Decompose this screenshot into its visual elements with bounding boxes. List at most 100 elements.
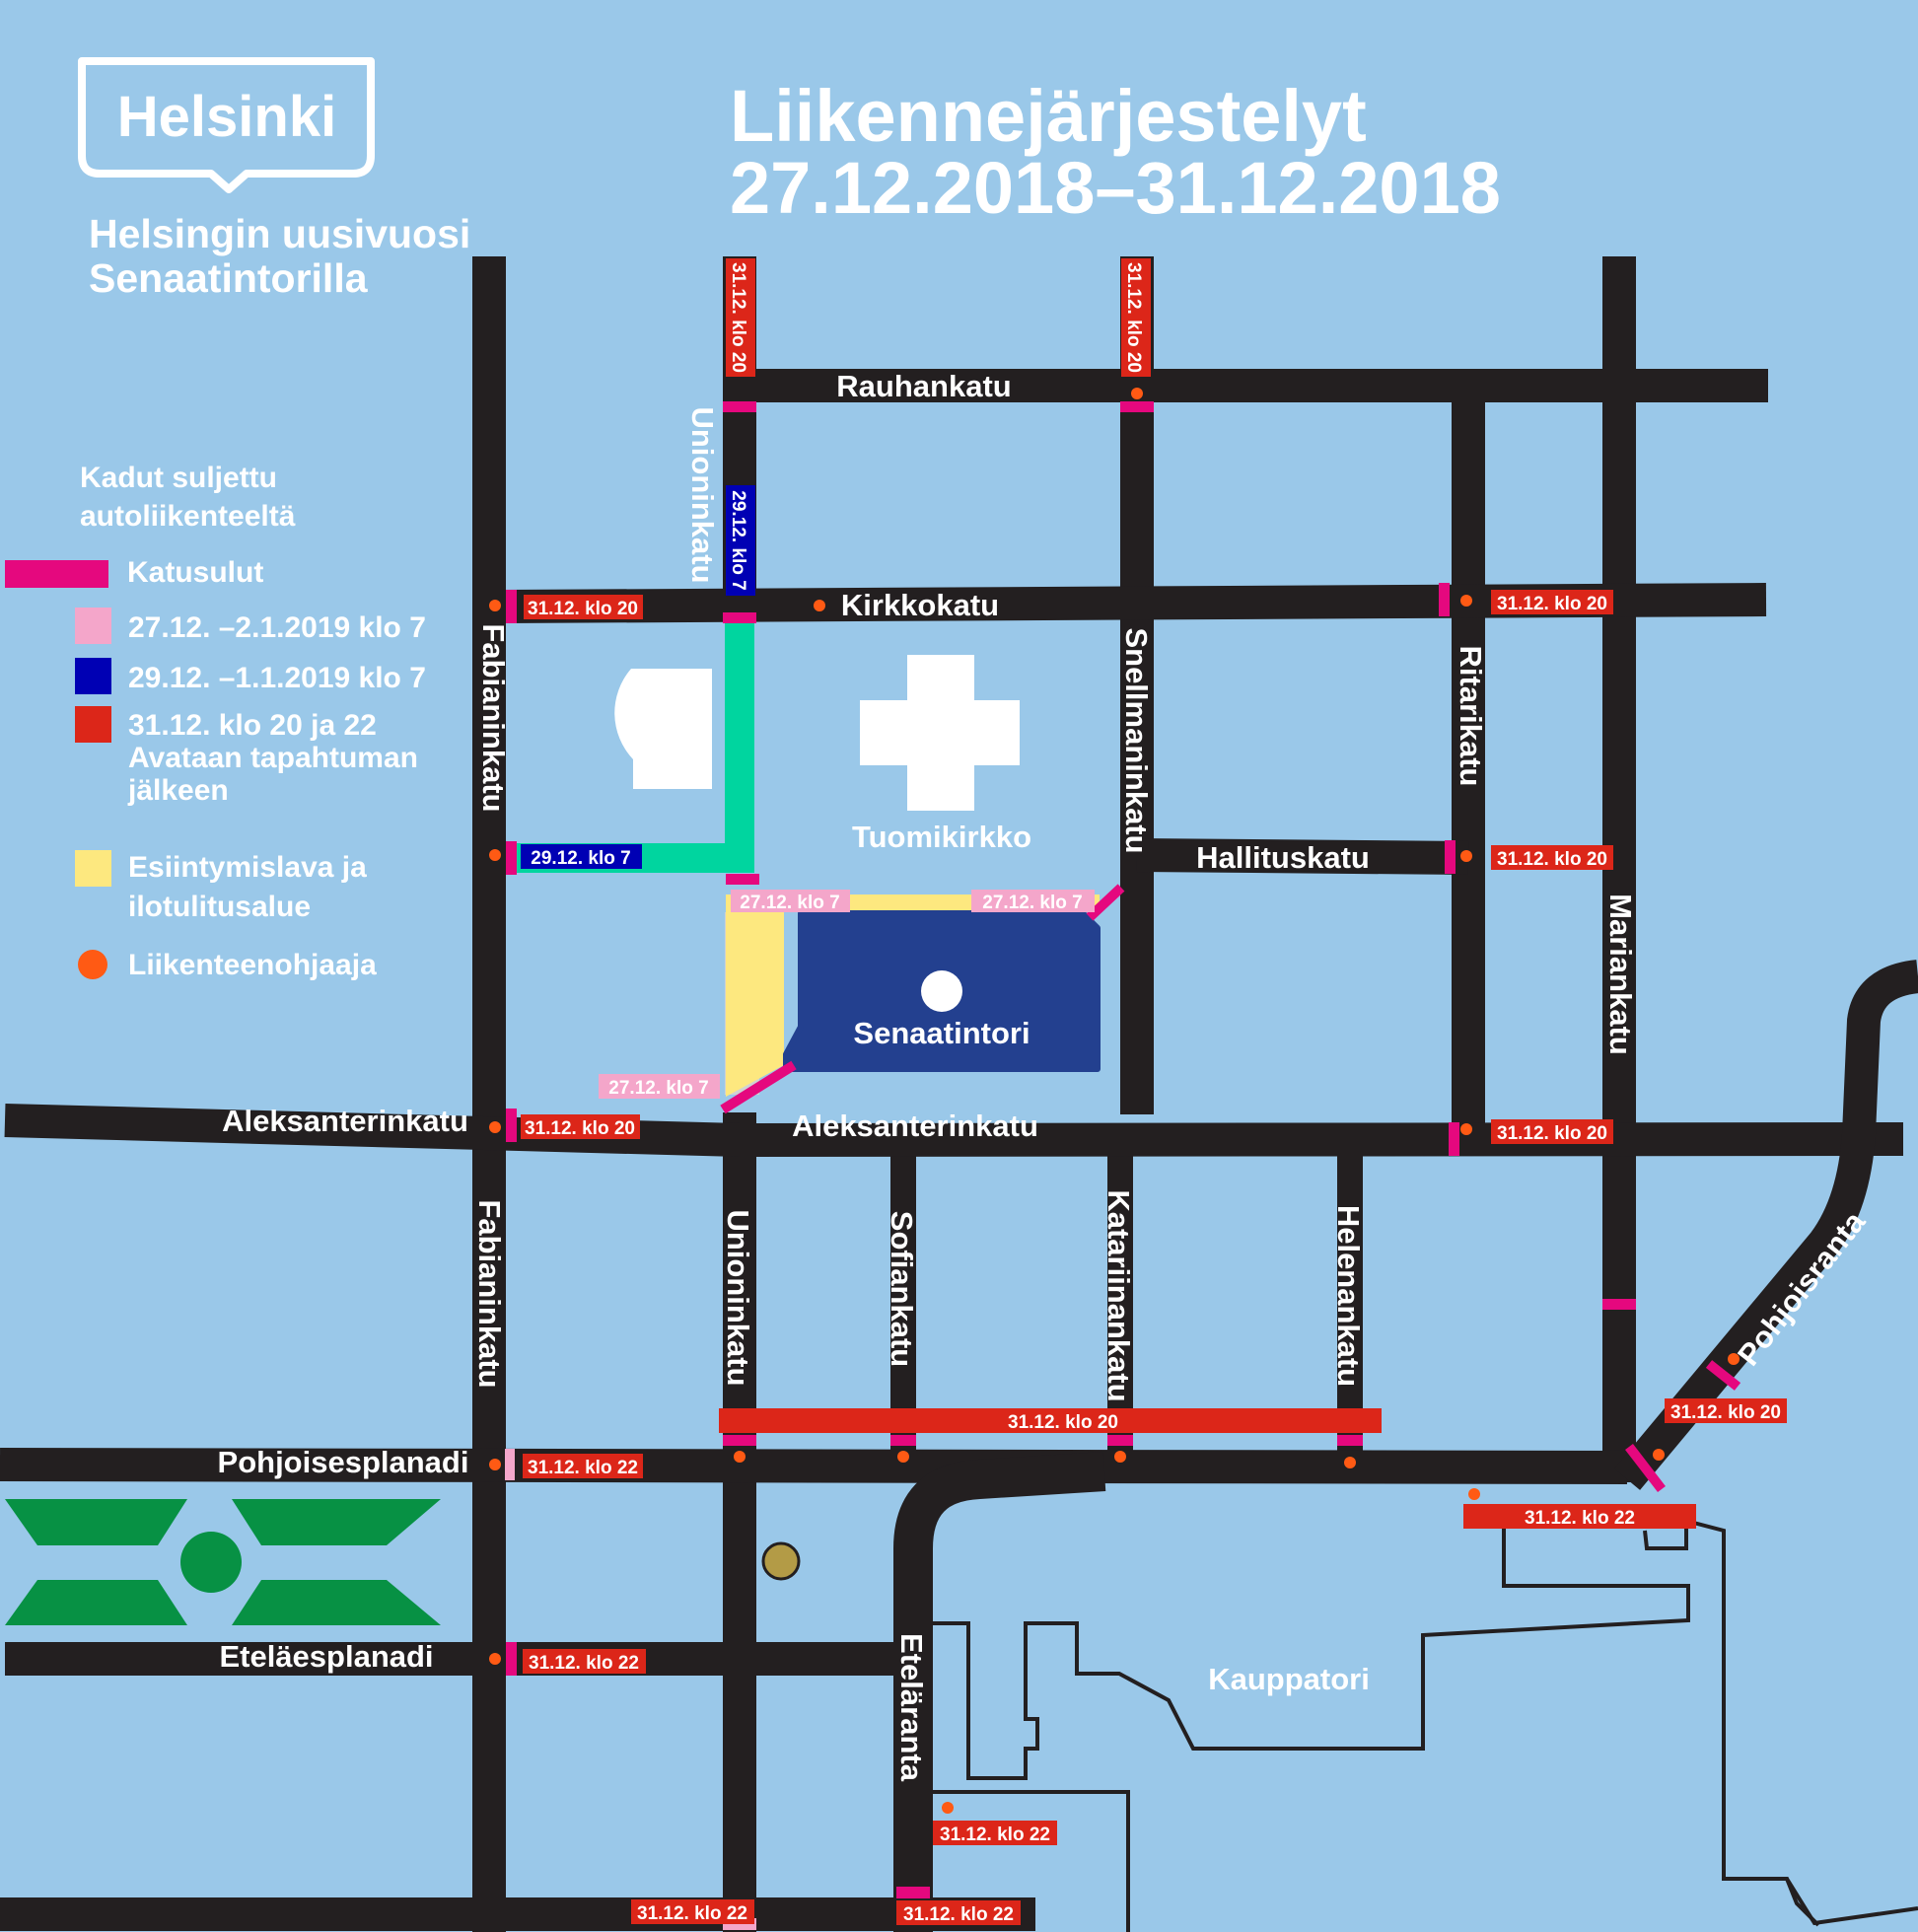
date-tags: 31.12. klo 20 31.12. klo 20 29.12. klo 7…	[521, 590, 1787, 1925]
road-etelaranta	[893, 1452, 1106, 1932]
legend-swatch-blue	[75, 658, 111, 694]
tag-espa-bar: 31.12. klo 20	[1008, 1412, 1118, 1433]
legend-red-line3: jälkeen	[127, 774, 229, 807]
closure-espa-union	[723, 1435, 756, 1446]
controller-sofia-espa	[897, 1451, 909, 1463]
controller-pohjoisranta	[1728, 1353, 1740, 1365]
legend-heading-line1: Kadut suljettu	[80, 462, 277, 494]
title-line1: Liikennejärjestelyt	[730, 75, 1367, 157]
statue-marker	[761, 1541, 801, 1581]
label-senaatintori: Senaatintori	[853, 1016, 1030, 1050]
closure-pohjoisranta	[1705, 1360, 1741, 1391]
closure-espa-sofia	[890, 1435, 916, 1446]
closure-mariankatu	[1602, 1299, 1636, 1310]
subtitle-line2: Senaatintorilla	[89, 255, 369, 301]
legend-yellow-line2: ilotulitusalue	[128, 891, 311, 923]
subtitle-line1: Helsingin uusivuosi	[89, 211, 470, 256]
controller-fabian-kirkko	[489, 600, 501, 611]
closure-pohjoisranta-south	[1625, 1443, 1666, 1493]
controller-fabian-alek	[489, 1121, 501, 1133]
legend-red-line2: Avataan tapahtuman	[128, 742, 418, 774]
tag-bottom-left: 31.12. klo 22	[637, 1903, 747, 1924]
tag-bg-snell-north	[1121, 258, 1151, 377]
legend-swatch-red	[75, 706, 111, 743]
closure-espa-katariina	[1107, 1435, 1133, 1446]
senaatintori-marker	[921, 970, 962, 1012]
closure-aleksanterinkatu-east	[1449, 1122, 1459, 1156]
tag-bg-etelaranta	[933, 1821, 1057, 1845]
tag-pohjoisesplanadi: 31.12. klo 22	[528, 1458, 638, 1478]
controller-pohjoisranta-south	[1653, 1449, 1665, 1461]
label-tuomikirkko: Tuomikirkko	[852, 820, 1031, 854]
controller-fabian-pohjoisespa	[489, 1459, 501, 1470]
park-green-ne	[232, 1499, 441, 1545]
legend-blue: 29.12. –1.1.2019 klo 7	[128, 662, 426, 694]
controller-kauppatori	[1468, 1488, 1480, 1500]
tag-bg-fabian-blue	[521, 844, 642, 869]
label-hallituskatu: Hallituskatu	[1196, 840, 1370, 875]
closure-square-diagonal-west	[720, 1060, 797, 1114]
tag-bg-kirkko-west	[524, 595, 643, 619]
tag-square-pink-right: 27.12. klo 7	[982, 893, 1082, 913]
controller-fabian-green	[489, 849, 501, 861]
closure-fabianinkatu-aleksanterinkatu	[506, 1109, 517, 1142]
tag-bg-halli-east	[1491, 845, 1613, 870]
harbour-outline	[920, 1509, 1690, 1932]
tag-halli-east: 31.12. klo 20	[1497, 849, 1607, 870]
traffic-controllers	[489, 388, 1740, 1814]
tag-union-blue: 29.12. klo 7	[728, 490, 748, 590]
road-pohjoisesplanadi	[0, 1448, 1628, 1484]
magenta-closures	[506, 401, 1741, 1898]
label-fabianinkatu-north: Fabianinkatu	[476, 623, 511, 812]
label-aleksanterinkatu-west: Aleksanterinkatu	[222, 1104, 468, 1138]
tag-bottom-right: 31.12. klo 22	[903, 1904, 1014, 1925]
tag-bg-bottom-right	[896, 1900, 1021, 1925]
controller-kirkkokatu	[814, 600, 825, 611]
university-building	[614, 669, 712, 789]
tag-snell-north: 31.12. klo 20	[1123, 262, 1144, 373]
tag-pohjoisranta: 31.12. klo 20	[1670, 1402, 1781, 1423]
closure-kirkkokatu-east	[1439, 583, 1450, 616]
label-kirkkokatu: Kirkkokatu	[841, 588, 999, 622]
label-aleksanterinkatu-east: Aleksanterinkatu	[792, 1109, 1038, 1143]
legend-pink: 27.12. –2.1.2019 klo 7	[128, 611, 426, 644]
closure-fabianinkatu-green	[506, 841, 517, 875]
closure-fabianinkatu-kirkkokatu	[506, 590, 517, 623]
label-etelaranta: Eteläranta	[894, 1633, 929, 1782]
title-line2: 27.12.2018–31.12.2018	[730, 147, 1501, 229]
tag-fabian-blue: 29.12. klo 7	[531, 848, 630, 869]
tag-kauppatori-top: 31.12. klo 22	[1525, 1508, 1635, 1529]
helsinki-logo-frame	[78, 57, 375, 193]
tag-bg-pohjoisesplanadi	[523, 1454, 643, 1478]
road-hallituskatu	[1136, 838, 1469, 875]
controller-etelaranta	[942, 1802, 954, 1814]
controller-union-espa	[734, 1451, 746, 1463]
tag-bg-alek-east	[1491, 1119, 1613, 1144]
label-etelaesplanadi: Eteläesplanadi	[219, 1639, 433, 1674]
tag-etelaesplanadi: 31.12. klo 22	[529, 1653, 639, 1674]
tag-bg-bottom-left	[631, 1899, 754, 1924]
tag-bg-union-blue	[726, 485, 755, 596]
tag-bg-alek-west	[521, 1114, 640, 1139]
controller-snell-rauhankatu	[1131, 388, 1143, 399]
closure-espa-helena	[1337, 1435, 1363, 1446]
label-rauhankatu: Rauhankatu	[836, 369, 1011, 403]
label-katariinankatu: Katariinankatu	[1101, 1189, 1136, 1401]
park-green-sw	[5, 1580, 187, 1625]
label-unioninkatu-north: Unioninkatu	[685, 406, 720, 583]
legend-heading-line2: autoliikenteeltä	[80, 500, 296, 533]
label-helenankatu: Helenankatu	[1331, 1205, 1366, 1387]
label-unioninkatu-south: Unioninkatu	[721, 1209, 755, 1386]
label-fabianinkatu-south: Fabianinkatu	[472, 1199, 507, 1388]
tag-etelaranta: 31.12. klo 22	[940, 1825, 1050, 1845]
tag-bg-square-pink-right	[971, 890, 1095, 912]
tag-bg-pohjoisranta	[1665, 1398, 1787, 1423]
controller-ritari-alek	[1460, 1123, 1472, 1135]
legend-swatch-closure	[5, 560, 108, 588]
tag-square-pink-left: 27.12. klo 7	[740, 893, 839, 913]
controller-ritari-kirkko	[1460, 595, 1472, 607]
label-sofiankatu: Sofiankatu	[885, 1211, 919, 1367]
legend-swatch-pink	[75, 608, 111, 644]
tag-bg-kauppatori-top	[1463, 1504, 1696, 1529]
closure-unioninkatu-rauhankatu	[723, 401, 756, 412]
